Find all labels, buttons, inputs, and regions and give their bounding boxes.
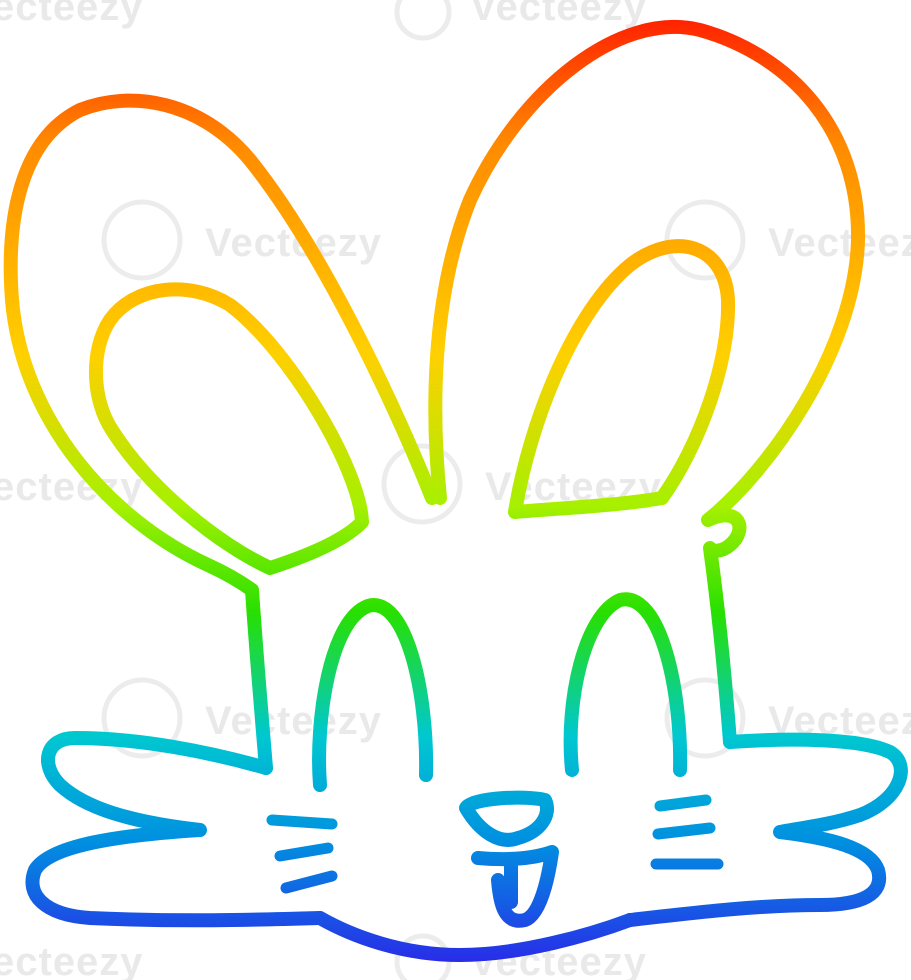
watermark-top-center: Vecteezy bbox=[394, 0, 647, 41]
watermark-logo-icon bbox=[664, 677, 746, 759]
watermark-text: Vecteezy bbox=[470, 0, 647, 29]
watermark-bottom-left: ecteezy bbox=[0, 940, 144, 980]
watermark-text: Vecteezy bbox=[768, 221, 911, 265]
right-eye bbox=[563, 592, 688, 777]
watermark-text: ecteezy bbox=[0, 940, 144, 980]
watermark-logo-icon bbox=[394, 933, 452, 980]
right-cheek bbox=[623, 732, 908, 927]
right-ear-outline bbox=[428, 19, 866, 749]
left-ear-outline bbox=[3, 93, 439, 775]
left-whisker-bottom bbox=[280, 870, 338, 894]
left-whisker-top bbox=[266, 814, 338, 830]
right-whisker-middle bbox=[652, 822, 716, 840]
watermark-logo-icon bbox=[394, 0, 452, 41]
watermark-low-left: Vecteezy bbox=[101, 677, 382, 759]
watermark-logo-icon bbox=[664, 199, 746, 281]
left-cheek bbox=[25, 731, 327, 928]
watermark-text: Vecteezy bbox=[205, 699, 382, 743]
watermark-logo-icon bbox=[381, 443, 463, 525]
watermark-text: ecteezy bbox=[0, 0, 144, 29]
left-eye bbox=[312, 598, 434, 792]
right-whisker-top bbox=[654, 794, 712, 812]
watermark-top-left: ecteezy bbox=[0, 0, 144, 29]
right-inner-ear bbox=[508, 239, 736, 519]
watermark-logo-icon bbox=[101, 677, 183, 759]
bunny-drawing bbox=[3, 19, 908, 962]
left-inner-ear bbox=[89, 282, 369, 575]
left-whisker-middle bbox=[274, 842, 334, 862]
mouth bbox=[471, 845, 559, 928]
chin-outline bbox=[313, 911, 637, 962]
nose bbox=[459, 790, 554, 847]
watermark-mid-left: Vecteezy bbox=[101, 199, 381, 281]
watermark-logo-icon bbox=[101, 199, 183, 281]
watermark-mid-right: Vecteezy bbox=[664, 199, 911, 281]
